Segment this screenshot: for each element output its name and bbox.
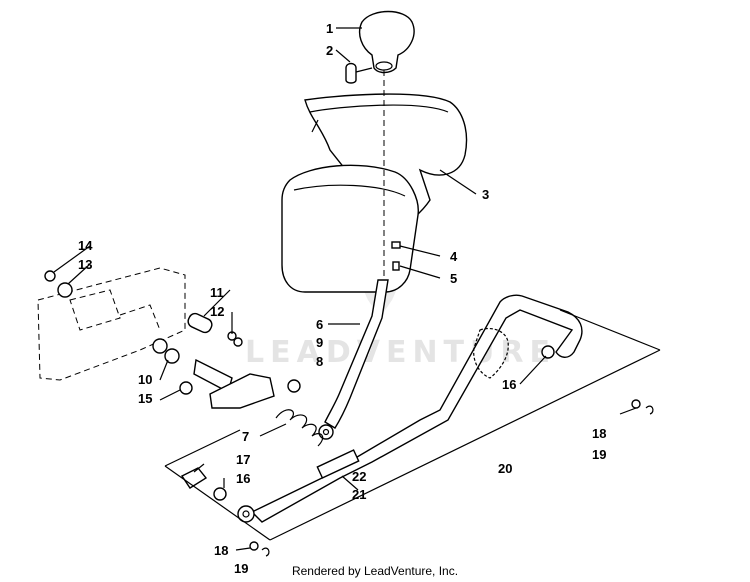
callout-11: 11 (210, 285, 224, 300)
watermark-text: LEADVENTURE (245, 335, 556, 370)
callout-18-lower: 18 (214, 543, 228, 558)
callout-16-right: 16 (502, 377, 516, 392)
right-bracket (473, 327, 555, 379)
callout-4: 4 (450, 249, 458, 264)
nut-part-16-lower (213, 487, 227, 501)
console-cover-upper (304, 93, 468, 233)
callout-18-right: 18 (592, 426, 606, 441)
spacer-part-5 (392, 261, 400, 271)
clip-part-4 (391, 241, 401, 249)
console-body-lower (281, 164, 419, 293)
callout-1: 1 (326, 21, 333, 36)
shift-lever (318, 279, 389, 440)
callout-19-right: 19 (592, 447, 606, 462)
shift-rod (237, 294, 583, 523)
callout-20: 20 (498, 461, 512, 476)
reference-lines (164, 309, 661, 541)
callout-5: 5 (450, 271, 457, 286)
callout-19-lower: 19 (234, 561, 248, 576)
callout-16-lower: 16 (236, 471, 250, 486)
pivot-assembly (152, 312, 301, 409)
callout-22: 22 (352, 469, 366, 484)
callout-14: 14 (78, 238, 93, 253)
spring (275, 409, 324, 447)
callout-21: 21 (352, 487, 366, 502)
washer-part-18-right (631, 399, 641, 409)
ball-joint-part-17 (180, 467, 208, 489)
callout-8: 8 (316, 354, 323, 369)
leader-lines (53, 27, 637, 551)
callout-12: 12 (210, 304, 224, 319)
callout-9: 9 (316, 335, 323, 350)
callout-3: 3 (482, 187, 489, 202)
clip-part-19-right (645, 405, 654, 415)
callout-6: 6 (316, 317, 323, 332)
callout-2: 2 (326, 43, 333, 58)
knob-screw (345, 62, 373, 84)
washer-part-18-lower (249, 541, 259, 551)
callout-13: 13 (78, 257, 92, 272)
callout-7: 7 (242, 429, 249, 444)
footer-credit: Rendered by LeadVenture, Inc. (291, 564, 459, 578)
washer-part-13 (57, 282, 73, 298)
callout-17: 17 (236, 452, 250, 467)
shift-knob (358, 10, 415, 74)
callout-10: 10 (138, 372, 152, 387)
callout-15: 15 (138, 391, 152, 406)
bolt-part-14 (44, 270, 56, 282)
clip-part-19-lower (261, 547, 270, 557)
